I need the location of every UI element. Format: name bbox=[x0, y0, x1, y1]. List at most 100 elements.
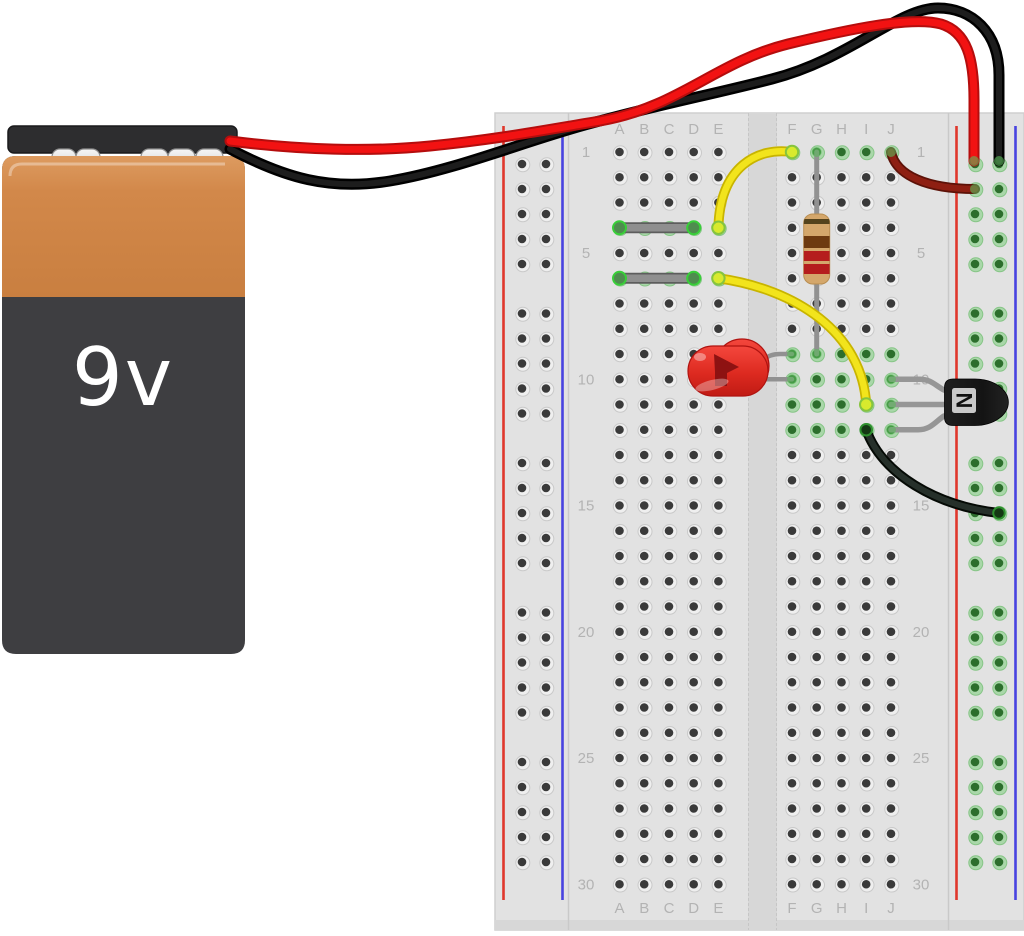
hole-B21[interactable] bbox=[637, 650, 653, 666]
hole-B25[interactable] bbox=[637, 751, 653, 767]
left-rail-red-hole-14[interactable] bbox=[515, 531, 531, 547]
left-rail-blue-hole-9[interactable] bbox=[539, 381, 555, 397]
hole-A7[interactable] bbox=[612, 296, 628, 312]
left-rail-blue-hole-17[interactable] bbox=[539, 630, 555, 646]
hole-H21[interactable] bbox=[834, 650, 850, 666]
hole-F6[interactable] bbox=[785, 271, 801, 287]
hole-A26[interactable] bbox=[612, 776, 628, 792]
hole-E30[interactable] bbox=[711, 877, 727, 893]
hole-D19[interactable] bbox=[687, 599, 702, 615]
hole-G17[interactable] bbox=[810, 549, 825, 565]
hole-I16[interactable] bbox=[859, 524, 875, 540]
hole-D7[interactable] bbox=[687, 296, 702, 312]
hole-A22[interactable] bbox=[612, 675, 628, 691]
hole-D12[interactable] bbox=[687, 423, 702, 439]
hole-D22[interactable] bbox=[687, 675, 702, 691]
right-rail-blue-hole-25[interactable] bbox=[992, 855, 1008, 871]
hole-C1[interactable] bbox=[662, 145, 678, 161]
hole-E2[interactable] bbox=[711, 170, 727, 186]
right-rail-blue-hole-7[interactable] bbox=[992, 331, 1008, 347]
hole-E22[interactable] bbox=[711, 675, 727, 691]
hole-A15[interactable] bbox=[612, 498, 628, 514]
hole-B13[interactable] bbox=[637, 448, 653, 464]
hole-I20[interactable] bbox=[859, 625, 875, 641]
hole-D25[interactable] bbox=[687, 751, 702, 767]
hole-E19[interactable] bbox=[711, 599, 727, 615]
hole-J28[interactable] bbox=[884, 827, 900, 843]
hole-D8[interactable] bbox=[687, 322, 702, 338]
left-rail-blue-hole-19[interactable] bbox=[539, 680, 555, 696]
hole-I4[interactable] bbox=[859, 221, 875, 237]
right-rail-red-hole-4[interactable] bbox=[968, 232, 984, 248]
hole-A30[interactable] bbox=[612, 877, 628, 893]
hole-G28[interactable] bbox=[810, 827, 825, 843]
hole-E14[interactable] bbox=[711, 473, 727, 489]
left-rail-blue-hole-13[interactable] bbox=[539, 506, 555, 522]
hole-A24[interactable] bbox=[612, 726, 628, 742]
hole-C21[interactable] bbox=[662, 650, 678, 666]
hole-F23[interactable] bbox=[785, 700, 801, 716]
hole-H30[interactable] bbox=[834, 877, 850, 893]
right-rail-blue-hole-17[interactable] bbox=[992, 630, 1008, 646]
hole-G26[interactable] bbox=[810, 776, 825, 792]
jumper-yellow-1[interactable] bbox=[711, 144, 800, 235]
hole-C19[interactable] bbox=[662, 599, 678, 615]
hole-G21[interactable] bbox=[810, 650, 825, 666]
hole-F12[interactable] bbox=[785, 423, 801, 439]
hole-A8[interactable] bbox=[612, 322, 628, 338]
right-rail-red-hole-21[interactable] bbox=[968, 755, 984, 771]
hole-I6[interactable] bbox=[859, 271, 875, 287]
hole-J21[interactable] bbox=[884, 650, 900, 666]
hole-H18[interactable] bbox=[834, 574, 850, 590]
hole-C11[interactable] bbox=[662, 397, 678, 413]
hole-D11[interactable] bbox=[687, 397, 702, 413]
hole-E24[interactable] bbox=[711, 726, 727, 742]
hole-B17[interactable] bbox=[637, 549, 653, 565]
hole-D21[interactable] bbox=[687, 650, 702, 666]
hole-J9[interactable] bbox=[884, 347, 900, 363]
hole-I9[interactable] bbox=[859, 347, 875, 363]
hole-B14[interactable] bbox=[637, 473, 653, 489]
hole-B2[interactable] bbox=[637, 170, 653, 186]
left-rail-blue-hole-8[interactable] bbox=[539, 356, 555, 372]
hole-A9[interactable] bbox=[612, 347, 628, 363]
hole-F8[interactable] bbox=[785, 322, 801, 338]
hole-E12[interactable] bbox=[711, 423, 727, 439]
right-rail-blue-hole-5[interactable] bbox=[992, 257, 1008, 273]
hole-B18[interactable] bbox=[637, 574, 653, 590]
left-rail-red-hole-13[interactable] bbox=[515, 506, 531, 522]
hole-H25[interactable] bbox=[834, 751, 850, 767]
left-rail-blue-hole-15[interactable] bbox=[539, 556, 555, 572]
hole-B1[interactable] bbox=[637, 145, 653, 161]
hole-D2[interactable] bbox=[687, 170, 702, 186]
hole-J19[interactable] bbox=[884, 599, 900, 615]
hole-A1[interactable] bbox=[612, 145, 628, 161]
hole-J7[interactable] bbox=[884, 296, 900, 312]
hole-F27[interactable] bbox=[785, 801, 801, 817]
left-rail-blue-hole-24[interactable] bbox=[539, 830, 555, 846]
hole-D24[interactable] bbox=[687, 726, 702, 742]
hole-C23[interactable] bbox=[662, 700, 678, 716]
hole-B23[interactable] bbox=[637, 700, 653, 716]
hole-C18[interactable] bbox=[662, 574, 678, 590]
hole-F4[interactable] bbox=[785, 221, 801, 237]
left-rail-red-hole-24[interactable] bbox=[515, 830, 531, 846]
hole-D14[interactable] bbox=[687, 473, 702, 489]
left-rail-blue-hole-21[interactable] bbox=[539, 755, 555, 771]
hole-J15[interactable] bbox=[884, 498, 900, 514]
left-rail-red-hole-3[interactable] bbox=[515, 207, 531, 223]
hole-H5[interactable] bbox=[834, 246, 850, 262]
right-rail-blue-hole-11[interactable] bbox=[992, 456, 1008, 472]
hole-A21[interactable] bbox=[612, 650, 628, 666]
right-rail-red-hole-6[interactable] bbox=[968, 306, 984, 322]
hole-A14[interactable] bbox=[612, 473, 628, 489]
hole-F5[interactable] bbox=[785, 246, 801, 262]
hole-G12[interactable] bbox=[810, 423, 825, 439]
hole-A10[interactable] bbox=[612, 372, 628, 388]
hole-G18[interactable] bbox=[810, 574, 825, 590]
hole-I15[interactable] bbox=[859, 498, 875, 514]
hole-H6[interactable] bbox=[834, 271, 850, 287]
hole-E8[interactable] bbox=[711, 322, 727, 338]
hole-D18[interactable] bbox=[687, 574, 702, 590]
hole-J4[interactable] bbox=[884, 221, 900, 237]
